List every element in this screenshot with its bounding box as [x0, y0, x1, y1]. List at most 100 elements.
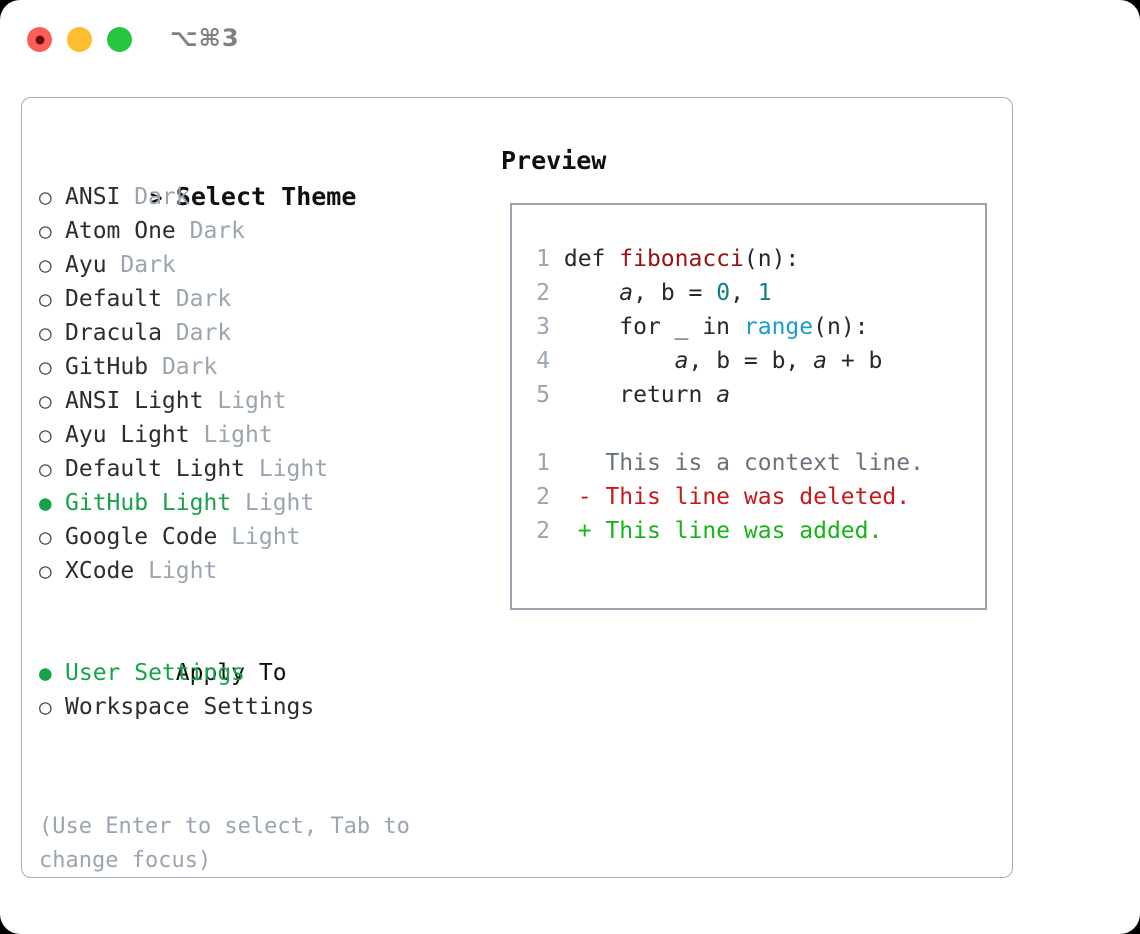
theme-name-label: ANSI Light: [65, 388, 204, 414]
line-number: 1: [536, 246, 550, 272]
theme-variant-label: Light: [203, 388, 287, 414]
apply-to-label: Workspace Settings: [65, 694, 315, 720]
radio-unselected-icon: ○: [39, 559, 52, 583]
recording-indicator-icon: [35, 35, 44, 44]
radio-selected-icon: ●: [39, 661, 52, 685]
code-line: 1 def fibonacci(n):: [524, 242, 882, 276]
prompt-caret-icon: >: [149, 186, 163, 210]
theme-list-item[interactable]: ○ ANSI Dark: [39, 180, 489, 214]
radio-unselected-icon: ○: [39, 457, 52, 481]
diff-line: 2 - This line was deleted.: [524, 480, 924, 514]
code-line: 2 a, b = 0, 1: [524, 276, 882, 310]
code-token: =: [674, 280, 717, 306]
code-token: (n):: [743, 246, 800, 272]
line-number: 2: [536, 518, 550, 544]
radio-unselected-icon: ○: [39, 321, 52, 345]
theme-variant-label: Dark: [120, 184, 190, 210]
theme-list: ○ANSI Dark○Atom One Dark○Ayu Dark○Defaul…: [39, 180, 489, 588]
code-line: 5 return a: [524, 378, 882, 412]
radio-unselected-icon: ○: [39, 185, 52, 209]
diff-text: This is a context line.: [591, 450, 924, 476]
theme-variant-label: Light: [231, 490, 315, 516]
select-theme-header-label: Select Theme: [175, 182, 357, 211]
line-number: 2: [536, 484, 550, 510]
line-number: 4: [536, 348, 550, 374]
theme-list-item[interactable]: ○Ayu Dark: [39, 248, 489, 282]
diff-line: 2 + This line was added.: [524, 514, 924, 548]
theme-list-item[interactable]: ● GitHub Light Light: [39, 486, 489, 520]
keyboard-hint-text: (Use Enter to select, Tab to change focu…: [39, 814, 424, 873]
code-token: [564, 348, 675, 374]
code-token: + b: [826, 348, 883, 374]
theme-name-label: ANSI: [65, 184, 121, 210]
apply-to-header: Apply To: [39, 622, 489, 686]
code-token: ,: [730, 280, 758, 306]
diff-sign: -: [577, 484, 592, 510]
main-panel: >Select Theme ○ANSI Dark○Atom One Dark○A…: [21, 97, 1013, 878]
code-token: b: [660, 280, 675, 306]
diff-sample: 1 This is a context line.2 - This line w…: [524, 446, 924, 548]
code-line: 3 for _ in range(n):: [524, 310, 882, 344]
theme-variant-label: Light: [189, 422, 273, 448]
line-number: 5: [536, 382, 550, 408]
code-token: 0: [716, 280, 731, 306]
code-token: a: [619, 280, 634, 306]
code-token: return: [563, 382, 717, 408]
theme-selector-column: >Select Theme ○ANSI Dark○Atom One Dark○A…: [39, 146, 489, 724]
theme-list-item[interactable]: ○Atom One Dark: [39, 214, 489, 248]
line-number: 2: [536, 280, 550, 306]
theme-list-item[interactable]: ○ ANSI Light Light: [39, 384, 489, 418]
theme-list-item[interactable]: ○Google Code Light: [39, 520, 489, 554]
theme-list-item[interactable]: ○Default Light Light: [39, 452, 489, 486]
code-token: ,: [633, 280, 661, 306]
code-token: a: [674, 348, 689, 374]
preview-heading: Preview: [501, 146, 607, 175]
theme-variant-label: Light: [245, 456, 329, 482]
select-theme-header: > Select Theme: [39, 146, 489, 211]
theme-list-item[interactable]: ○Default Dark: [39, 282, 489, 316]
theme-variant-label: Dark: [175, 218, 246, 244]
theme-name-label: Ayu Light: [65, 422, 190, 448]
apply-to-header-label: Apply To: [175, 660, 287, 686]
theme-variant-label: Dark: [106, 252, 176, 278]
code-token: (n):: [813, 314, 869, 340]
theme-name-label: Ayu: [65, 252, 107, 278]
minimize-button[interactable]: [67, 27, 92, 52]
theme-name-label: GitHub: [65, 354, 149, 380]
theme-variant-label: Light: [217, 524, 301, 550]
line-number: 3: [536, 314, 550, 340]
code-token: a: [813, 348, 827, 374]
diff-line: 1 This is a context line.: [524, 446, 924, 480]
theme-name-label: XCode: [65, 558, 135, 584]
radio-unselected-icon: ○: [39, 525, 52, 549]
apply-to-list: ● User Settings ○Workspace Settings: [39, 656, 489, 724]
radio-unselected-icon: ○: [39, 355, 52, 379]
theme-list-item[interactable]: ○GitHub Dark: [39, 350, 489, 384]
apply-to-label: User Settings: [65, 660, 246, 686]
theme-list-item[interactable]: ○ Dracula Dark: [39, 316, 489, 350]
code-token: range: [743, 314, 814, 340]
title-bar: ⌥⌘3: [0, 0, 1140, 78]
theme-name-label: Atom One: [65, 218, 176, 244]
theme-name-label: Dracula: [65, 320, 162, 346]
radio-unselected-icon: ○: [39, 423, 52, 447]
code-token: [564, 280, 619, 306]
theme-list-item[interactable]: ○ Ayu Light Light: [39, 418, 489, 452]
code-token: for _ in: [563, 314, 744, 340]
section-spacer: [39, 588, 489, 622]
theme-list-item[interactable]: ○XCode Light: [39, 554, 489, 588]
apply-to-item[interactable]: ○Workspace Settings: [39, 690, 489, 724]
diff-sign: +: [577, 518, 592, 544]
radio-unselected-icon: ○: [39, 389, 52, 413]
code-token: 1: [757, 280, 772, 306]
close-button[interactable]: [27, 27, 52, 52]
maximize-button[interactable]: [107, 27, 132, 52]
theme-name-label: GitHub Light: [65, 490, 232, 516]
code-token: def: [563, 246, 620, 272]
radio-selected-icon: ●: [39, 491, 52, 515]
apply-to-item[interactable]: ● User Settings: [39, 656, 489, 690]
theme-variant-label: Dark: [161, 320, 232, 346]
diff-sign: [578, 450, 592, 476]
